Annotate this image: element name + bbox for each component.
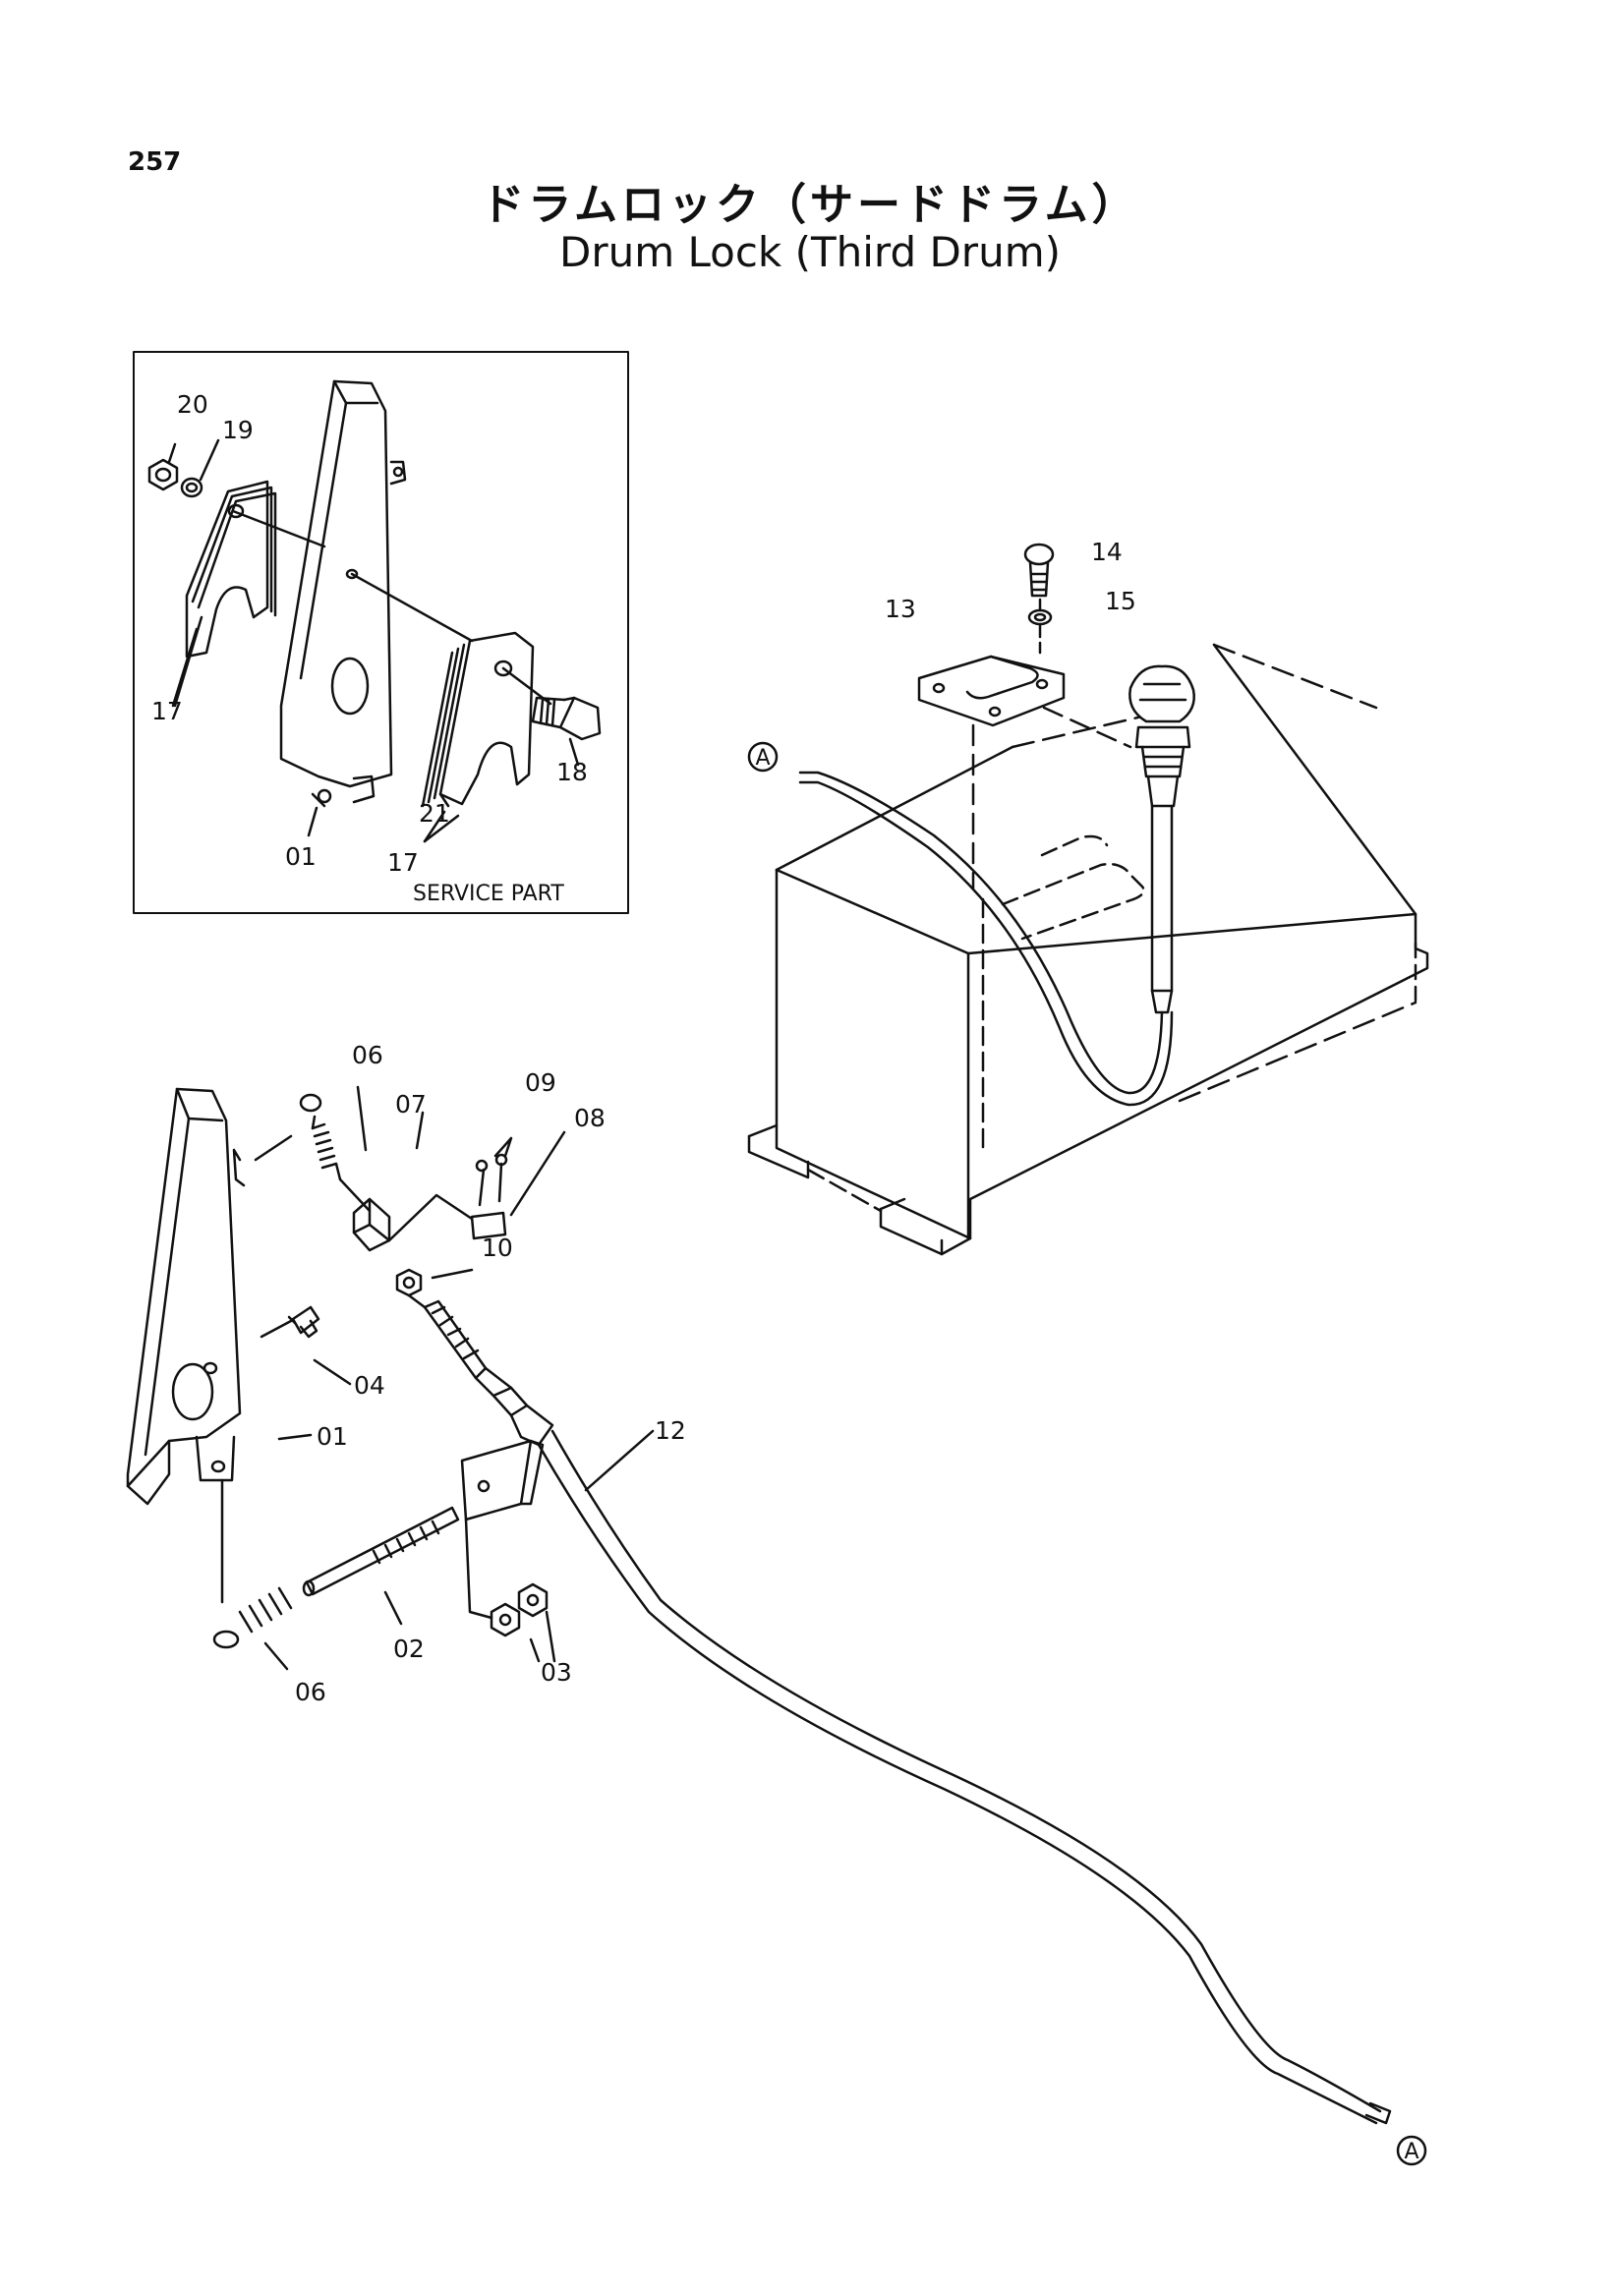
connector-a-bottom-label: A — [1404, 2140, 1418, 2164]
page-title-japanese: ドラムロック（サードドラム） — [481, 180, 1139, 230]
nuts-03 — [490, 1582, 549, 1637]
label-15: 15 — [1105, 587, 1136, 615]
cable-tank — [798, 771, 1174, 1107]
label-19: 19 — [222, 416, 254, 444]
label-01-service: 01 — [285, 842, 317, 871]
pin-08 — [470, 1153, 508, 1240]
label-17-right: 17 — [387, 848, 419, 877]
connector-a-top-label: A — [755, 746, 770, 771]
lock-plate-01-service — [279, 379, 407, 808]
fitting-04 — [287, 1305, 320, 1339]
control-knob — [1128, 664, 1195, 1014]
label-13: 13 — [885, 595, 916, 623]
label-02: 02 — [393, 1635, 425, 1663]
label-07: 07 — [395, 1090, 427, 1119]
connector-a-bottom: A — [1396, 2135, 1427, 2166]
label-06-top: 06 — [352, 1041, 383, 1069]
label-03: 03 — [541, 1658, 572, 1687]
spring-06-bottom — [212, 1586, 293, 1649]
washer-19 — [180, 477, 203, 498]
screw-14 — [1023, 543, 1055, 598]
label-09: 09 — [525, 1068, 556, 1097]
connector-a-top: A — [747, 741, 779, 773]
clevis-07 — [352, 1197, 391, 1252]
label-06-bottom: 06 — [295, 1678, 326, 1706]
label-14: 14 — [1091, 538, 1123, 566]
spring-06-top — [299, 1093, 342, 1181]
service-part-caption: SERVICE PART — [413, 882, 564, 906]
washer-15 — [1027, 608, 1053, 626]
cable-end — [423, 1299, 554, 1447]
page-title-english: Drum Lock (Third Drum) — [558, 228, 1061, 276]
nut-10 — [395, 1268, 423, 1297]
label-17-left: 17 — [151, 697, 183, 725]
nut-20 — [147, 458, 179, 491]
label-04: 04 — [354, 1371, 385, 1400]
label-20: 20 — [177, 390, 208, 419]
lock-plate-01-main — [126, 1087, 246, 1506]
cable-bracket — [460, 1439, 545, 1521]
bolt-18 — [531, 696, 602, 741]
label-10: 10 — [482, 1234, 513, 1262]
label-18: 18 — [556, 758, 588, 786]
bracket-13 — [917, 655, 1066, 727]
label-12: 12 — [655, 1416, 686, 1445]
tank-box — [747, 643, 1429, 1256]
shim-plates-left — [185, 480, 277, 659]
service-part-box — [133, 351, 629, 914]
page-number: 257 — [128, 147, 182, 177]
shim-plates-right — [421, 631, 535, 808]
label-01-main: 01 — [317, 1422, 348, 1451]
rod-02 — [302, 1506, 460, 1597]
cable-12 — [537, 1429, 1392, 2125]
label-08: 08 — [574, 1104, 606, 1132]
label-21: 21 — [419, 799, 450, 828]
